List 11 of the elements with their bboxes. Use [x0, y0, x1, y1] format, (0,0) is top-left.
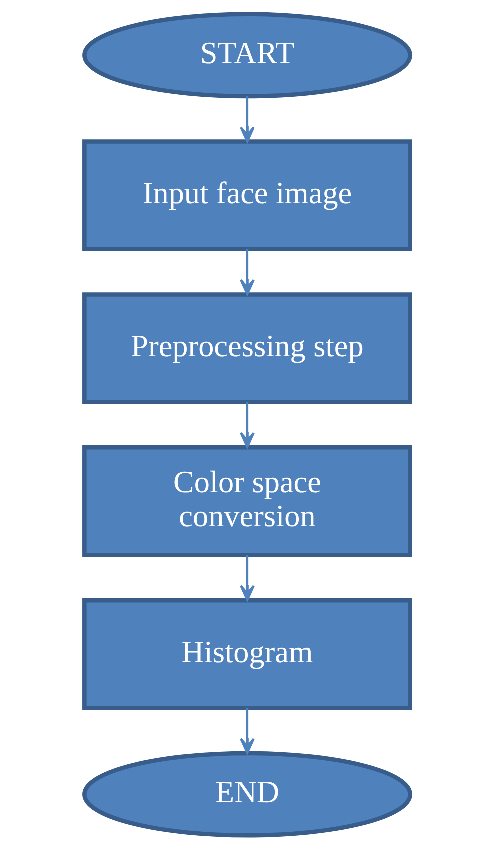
arrow [240, 555, 254, 602]
node-box: Color space conversion [82, 446, 412, 558]
arrow [240, 402, 254, 448]
node-ellipse: END [82, 751, 412, 838]
arrow [240, 708, 254, 754]
node-box: Input face image [82, 140, 412, 252]
arrow [240, 250, 254, 296]
node-ellipse: START [82, 12, 412, 99]
node-box: Histogram [82, 598, 412, 710]
node-box: Preprocessing step [82, 292, 412, 404]
arrow [240, 96, 254, 143]
